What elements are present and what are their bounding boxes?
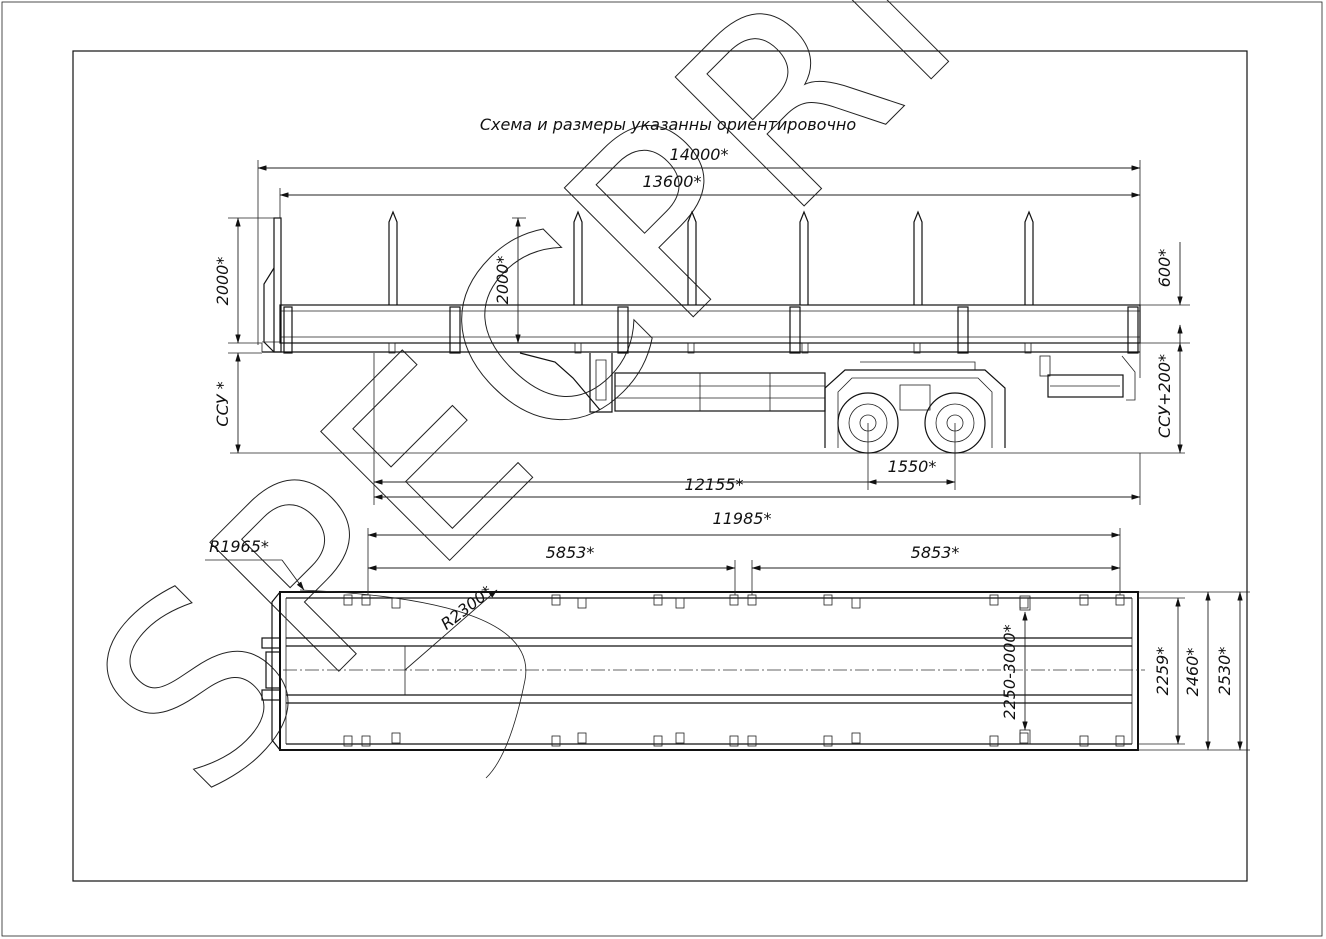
side-view: 14000* 13600* 2000* 2000* 600* ССУ * ССУ… (213, 145, 1190, 528)
dim-deck-width: 2460* (1183, 648, 1202, 697)
stakes (388, 210, 1034, 305)
dim-length-platform: 13600* (643, 172, 702, 191)
dim-stake-spacing-left: 5853* (546, 543, 595, 562)
platform-deck (279, 304, 1141, 344)
dim-inner-width: 2259* (1153, 647, 1172, 696)
dim-wheelbase-total: 11985* (713, 509, 772, 528)
axle-wheels (837, 392, 986, 454)
dim-kingpin-axle: 12155* (685, 475, 744, 494)
dim-stake-spacing-right: 5853* (911, 543, 960, 562)
drawing-frame (72, 50, 1248, 882)
dim-axle-spacing: 1550* (888, 457, 937, 476)
front-wall (262, 217, 282, 353)
dim-overall-width: 2530* (1215, 647, 1234, 696)
dim-length-overall: 14000* (670, 145, 729, 164)
dim-radius-front: R1965* (209, 537, 269, 556)
dim-height-left: 2000* (213, 257, 232, 306)
board-joints (283, 306, 1139, 354)
dim-height-stake: 2000* (493, 256, 512, 305)
front-coupling (261, 591, 281, 751)
stake-pockets-top (343, 594, 1125, 609)
dim-fifth-wheel-plus: ССУ+200* (1155, 354, 1174, 438)
dim-fifth-wheel: ССУ * (213, 381, 232, 426)
dim-height-board: 600* (1155, 249, 1174, 288)
dim-stake-range: 2250-3000* (1000, 624, 1019, 719)
stake-pockets-bottom (343, 732, 1125, 747)
drawing-title: Схема и размеры указанны ориентировочно (480, 115, 857, 134)
